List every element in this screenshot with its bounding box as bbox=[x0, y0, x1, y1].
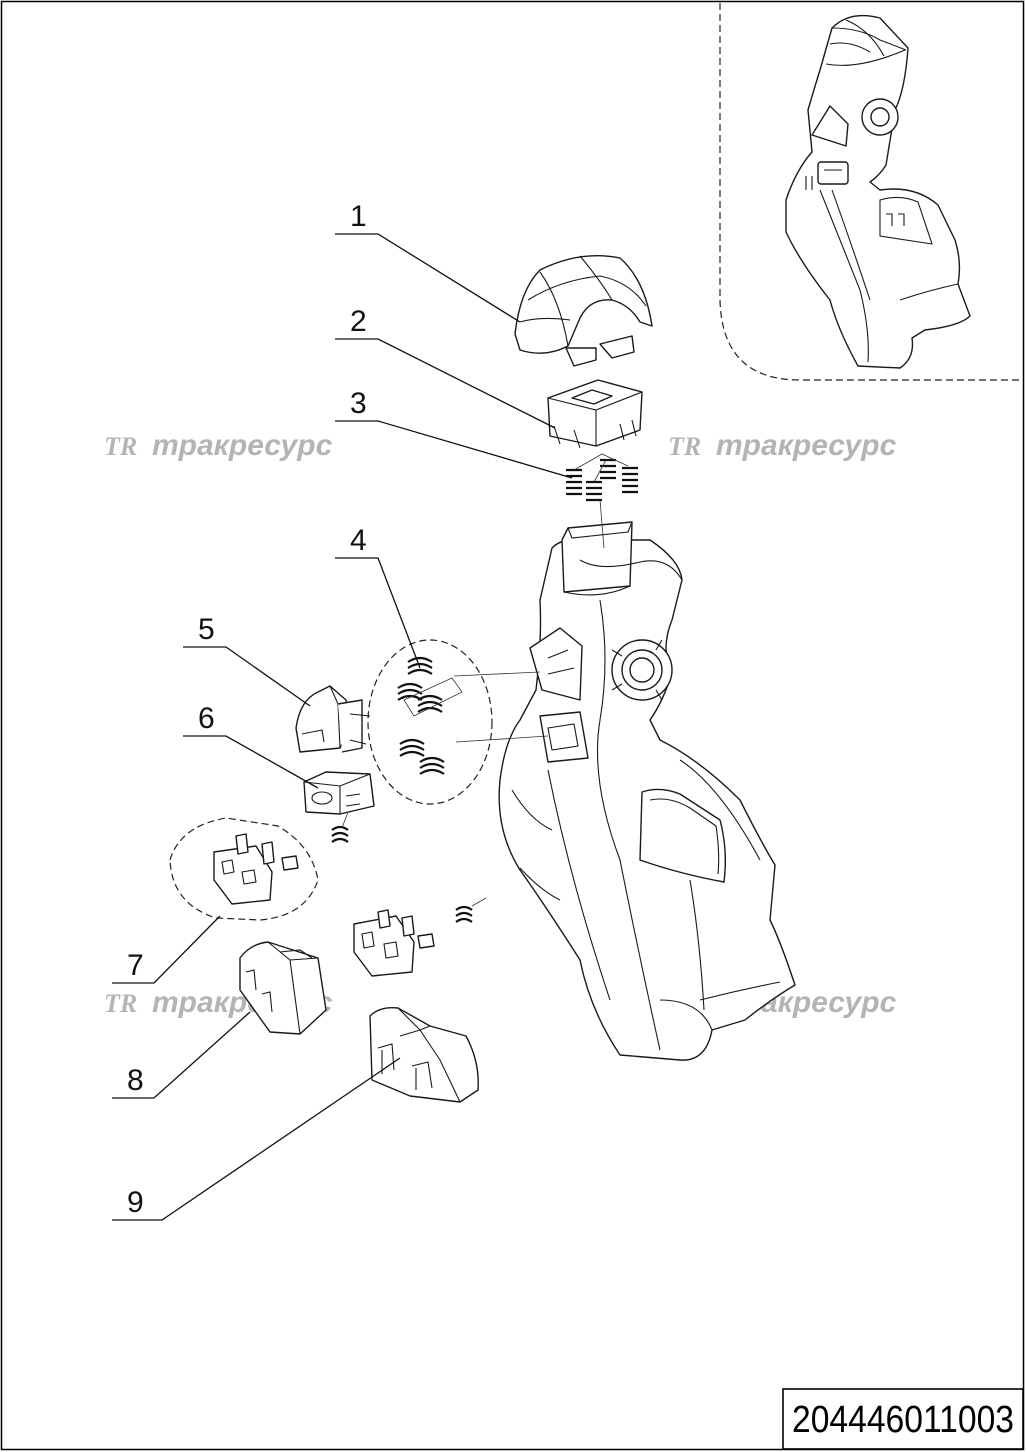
callout-3: 3 bbox=[350, 387, 367, 420]
callout-8: 8 bbox=[127, 1064, 144, 1097]
watermark-top-left: TR тракресурс bbox=[104, 429, 333, 462]
callout-1: 1 bbox=[350, 200, 367, 233]
callout-2: 2 bbox=[350, 305, 367, 338]
document-code-box: 204446011003 bbox=[782, 1388, 1024, 1450]
callout-9: 9 bbox=[127, 1186, 144, 1219]
svg-text:тракресурс: тракресурс bbox=[152, 429, 333, 462]
document-code: 204446011003 bbox=[792, 1399, 1014, 1441]
part-2-switch-block bbox=[547, 379, 643, 449]
callout-7: 7 bbox=[127, 949, 144, 982]
callout-leaders bbox=[112, 233, 605, 1221]
svg-text:TR: TR bbox=[104, 989, 137, 1018]
part-7-switch-element bbox=[169, 817, 319, 921]
switch-element-duplicate bbox=[353, 897, 487, 977]
watermark-top-right: TR тракресурс bbox=[668, 429, 897, 462]
assembled-joystick-inset bbox=[785, 14, 971, 369]
part-9-rocker-cover bbox=[369, 1006, 479, 1103]
joystick-housing bbox=[498, 521, 796, 1061]
part-5-upper-button bbox=[295, 685, 371, 753]
svg-text:TR: TR bbox=[104, 432, 137, 461]
part-6-lower-button bbox=[303, 771, 375, 843]
callout-4: 4 bbox=[350, 524, 367, 557]
part-3-springs bbox=[566, 453, 638, 502]
svg-text:TR: TR bbox=[668, 432, 701, 461]
callout-5: 5 bbox=[198, 613, 215, 646]
callout-numbers: 1 2 3 4 5 6 7 8 9 bbox=[127, 200, 367, 1219]
part-4-spring-group bbox=[367, 639, 549, 805]
part-1-top-cap bbox=[514, 255, 653, 367]
svg-text:тракресурс: тракресурс bbox=[716, 429, 897, 462]
part-8-rocker-cover bbox=[239, 941, 327, 1035]
callout-6: 6 bbox=[198, 702, 215, 735]
